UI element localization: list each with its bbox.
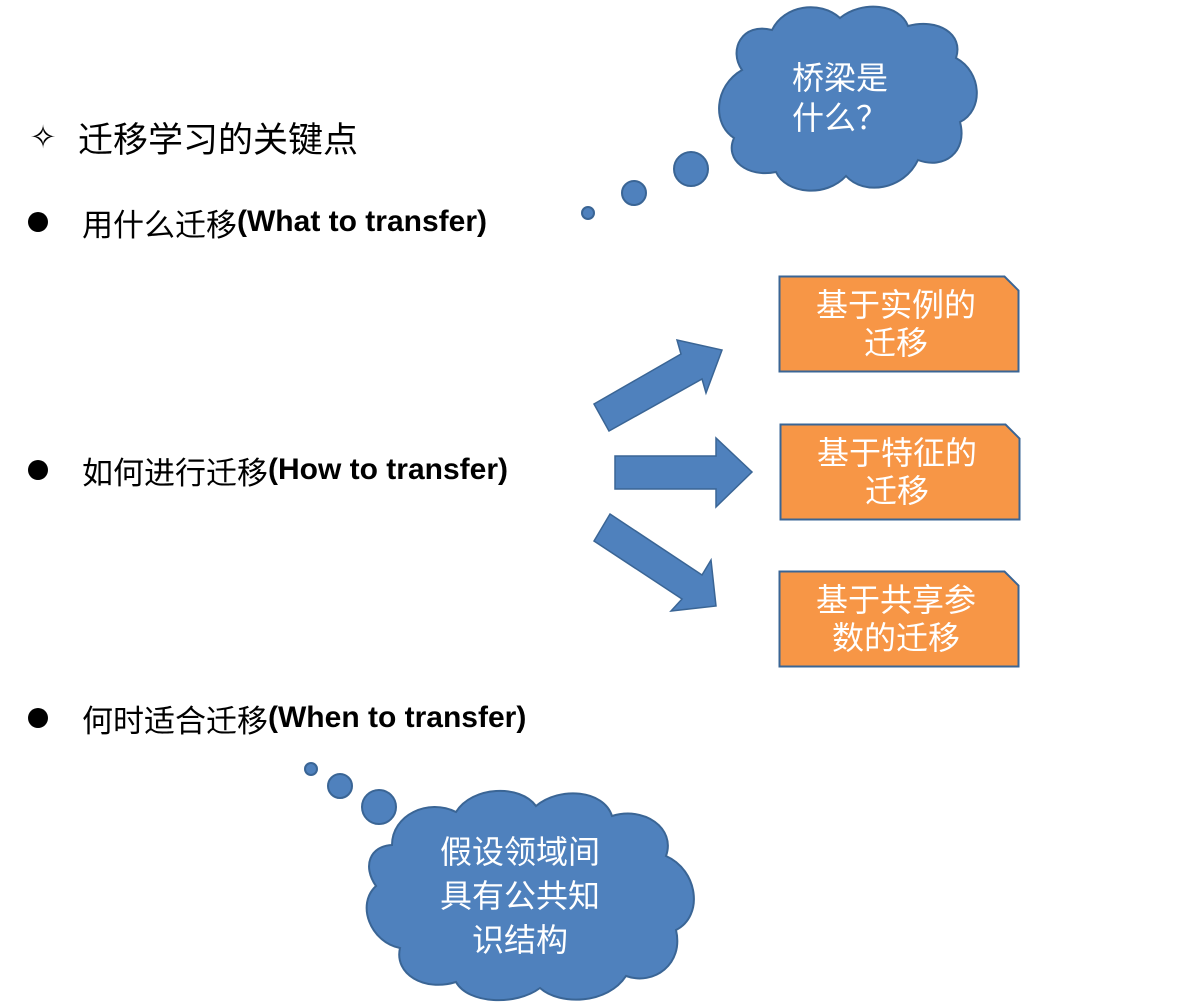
- bullet-when-en: (When to transfer): [268, 701, 527, 734]
- bullet-what-en: (What to transfer): [237, 205, 487, 238]
- bullet-what-zh: 用什么迁移: [82, 207, 237, 244]
- cloud-bottom-line3: 识结构: [471, 921, 568, 959]
- cloud-bottom-text: 假设领域间 具有公共知 识结构: [410, 830, 630, 962]
- cloud-top-line1: 桥梁是: [791, 59, 888, 97]
- cloud-bottom-line1: 假设领域间: [439, 833, 600, 871]
- bullet-dot-icon: [28, 460, 48, 480]
- cloud-bottom-line2: 具有公共知: [439, 877, 600, 915]
- bullet-how: 如何进行迁移(How to transfer): [26, 448, 508, 492]
- arrow-down-right: [592, 512, 717, 612]
- arrow-right: [614, 436, 754, 509]
- box-shared-params-transfer: 基于共享参 数的迁移: [776, 571, 1016, 667]
- thought-cloud-bottom: [304, 762, 695, 1002]
- cloud-bottom-shape: [365, 789, 695, 1002]
- box-feature-shape: [779, 423, 1021, 521]
- heading-text: 迁移学习的关键点: [78, 120, 359, 161]
- arrow-up-right: [592, 338, 724, 433]
- thought-bubble-large: [361, 789, 397, 825]
- box-shared-params-line1: 基于共享参: [815, 581, 976, 619]
- box-instance-line1: 基于实例的: [815, 286, 976, 324]
- thought-bubble-large: [673, 151, 709, 187]
- box-shared-params-line2: 数的迁移: [831, 619, 960, 657]
- bullet-what: 用什么迁移(What to transfer): [26, 200, 487, 244]
- thought-bubble-medium: [327, 773, 353, 799]
- box-shared-params-shape: [778, 570, 1020, 668]
- box-instance-line2: 迁移: [863, 324, 928, 362]
- sparkle-icon: ✧: [29, 118, 57, 156]
- thought-bubble-medium: [621, 180, 647, 206]
- box-instance-transfer: 基于实例的 迁移: [776, 276, 1016, 372]
- cloud-top-text: 桥梁是 什么？: [770, 58, 910, 138]
- bullet-how-zh: 如何进行迁移: [82, 455, 268, 492]
- box-feature-transfer: 基于特征的 迁移: [777, 424, 1017, 520]
- bullet-dot-icon: [28, 708, 48, 728]
- thought-bubble-small: [304, 762, 318, 776]
- box-feature-line1: 基于特征的: [816, 434, 977, 472]
- cloud-top-shape: [718, 5, 978, 192]
- bullet-when-zh: 何时适合迁移: [82, 703, 268, 740]
- box-feature-line2: 迁移: [864, 472, 929, 510]
- box-instance-shape: [778, 275, 1020, 373]
- bullet-when: 何时适合迁移(When to transfer): [26, 696, 526, 740]
- cloud-top-line2: 什么？: [791, 99, 888, 137]
- bullet-dot-icon: [28, 212, 48, 232]
- thought-bubble-small: [581, 206, 595, 220]
- thought-cloud-top: [581, 5, 978, 220]
- bullet-how-en: (How to transfer): [268, 453, 508, 486]
- section-heading: ✧ 迁移学习的关键点: [26, 112, 358, 162]
